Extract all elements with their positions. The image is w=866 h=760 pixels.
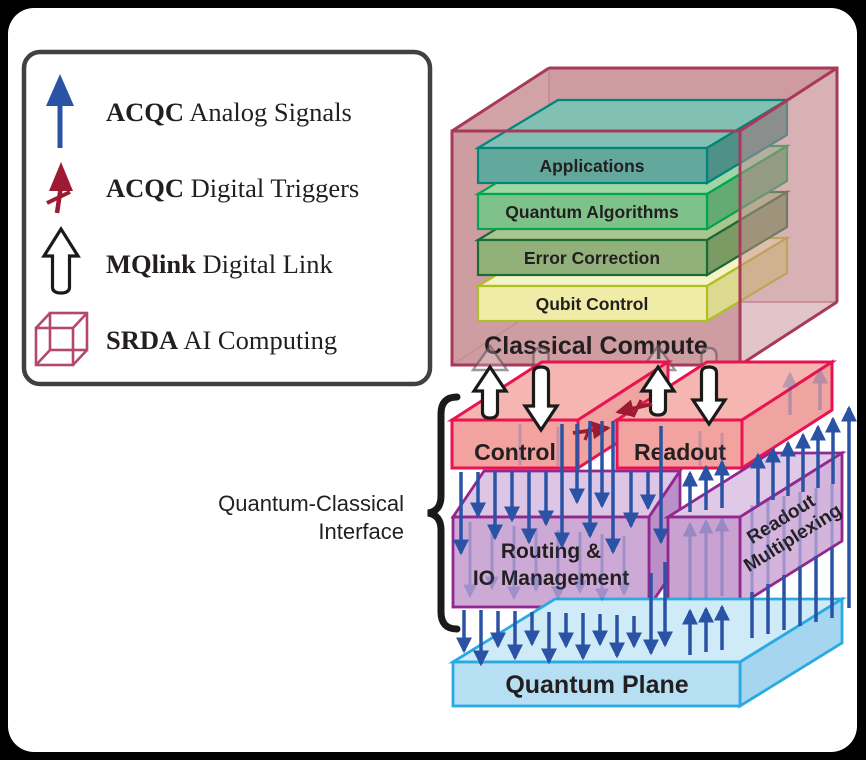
- srda-cube-icon: [34, 311, 89, 367]
- analog-arrow-icon: [46, 74, 74, 148]
- layer-label-applications: Applications: [539, 156, 644, 176]
- legend-box: ACQC Analog Signals ACQC Digital Trigger…: [21, 49, 433, 387]
- readout-box: Readout: [611, 359, 838, 471]
- routing-io-box: Routing & IO Management: [450, 466, 683, 612]
- routing-label-line1: Routing &: [501, 540, 601, 563]
- interface-label-line1: Quantum-Classical: [218, 491, 404, 516]
- analog-arrows-readout-up: [681, 405, 858, 655]
- control-label: Control: [474, 439, 556, 465]
- classical-compute-label: Classical Compute: [484, 332, 708, 360]
- cube-right-face: [740, 68, 837, 365]
- trigger-arrow-left: [615, 399, 653, 418]
- mqlink-down-arrow-1: [522, 365, 560, 433]
- analog-arrows-control-down: [452, 421, 670, 556]
- legend-item-analog: ACQC Analog Signals: [46, 74, 352, 148]
- mqlink-up-arrow-2: [639, 364, 677, 417]
- routing-front-face: [451, 515, 651, 609]
- analog-arrows-routing-down: [455, 562, 674, 667]
- analog-arrows-muted-mux: [682, 484, 834, 600]
- legend-border: [21, 49, 433, 387]
- routing-top-face: [450, 469, 683, 519]
- mqlink-down-arrow-2: [690, 365, 728, 427]
- interface-brace: Quantum-Classical Interface: [218, 393, 461, 633]
- legend-label-mqlink: MQlink Digital Link: [106, 249, 333, 279]
- legend-item-trigger: ACQC Digital Triggers: [46, 162, 359, 214]
- trigger-arrow-icon: [46, 162, 73, 214]
- readout-label: Readout: [634, 439, 726, 465]
- curly-brace: [427, 393, 461, 633]
- mqlink-up-arrow-1: [471, 364, 509, 420]
- interface-label-line2: Interface: [318, 519, 404, 544]
- layer-label-error-correction: Error Correction: [524, 248, 660, 268]
- layer-label-quantum-algorithms: Quantum Algorithms: [505, 202, 679, 222]
- legend-label-srda: SRDA AI Computing: [106, 325, 337, 355]
- ghost-up-arrows-on-red: [781, 367, 829, 415]
- quantum-front-face: [451, 660, 742, 708]
- mqlink-arrows: [471, 364, 728, 433]
- readout-multiplexing-box: Readout Multiplexing: [663, 450, 847, 608]
- quantum-plane-label: Quantum Plane: [505, 671, 688, 699]
- routing-label-line2: IO Management: [473, 567, 629, 590]
- legend-item-mqlink: MQlink Digital Link: [41, 225, 333, 295]
- mqlink-arrow-icon: [41, 225, 81, 295]
- layer-label-qubit-control: Qubit Control: [536, 294, 649, 314]
- legend-label-trigger: ACQC Digital Triggers: [106, 173, 359, 203]
- mux-front-face: [666, 515, 742, 607]
- control-front-face: [450, 418, 580, 470]
- readout-front-face: [615, 418, 744, 470]
- classical-compute-cube: Qubit Control Error Correction Quantum A…: [450, 66, 839, 367]
- legend-label-analog: ACQC Analog Signals: [106, 97, 352, 127]
- legend-item-srda: SRDA AI Computing: [34, 311, 337, 367]
